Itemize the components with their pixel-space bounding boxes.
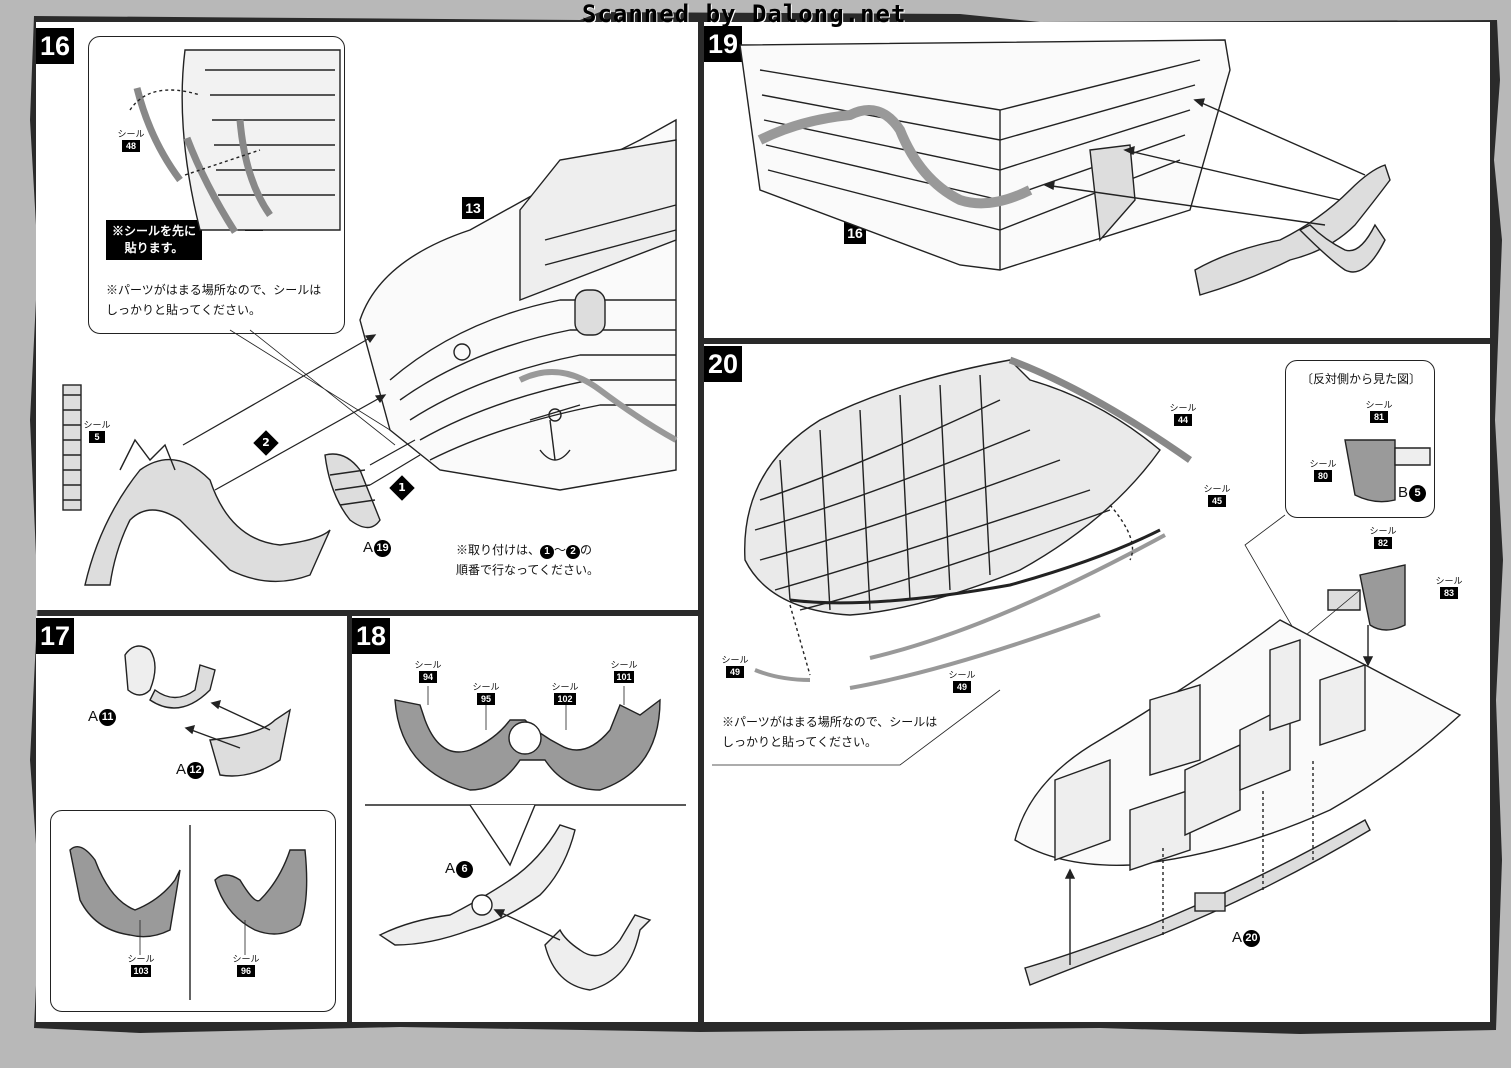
reverse-view-title: 〔反対側から見た図〕 — [1300, 372, 1421, 386]
step-17-seal-inset — [50, 810, 336, 1012]
ref-step-13: 13 — [462, 197, 484, 219]
step-18-number: 18 — [352, 618, 390, 654]
ref-step-16: 16 — [844, 222, 866, 244]
apply-seal-first-note: ※シールを先に 貼ります。 — [106, 220, 202, 260]
scan-watermark: Scanned by Dalong.net — [582, 0, 907, 28]
step-17-number: 17 — [36, 618, 74, 654]
order-1-text: 1 — [398, 481, 406, 494]
step-20-seal-note: ※パーツがはまる場所なので、シールは しっかりと貼ってください。 — [722, 715, 938, 749]
step-16-seal-note: ※パーツがはまる場所なので、シールは しっかりと貼ってください。 — [106, 283, 322, 317]
step-16-number: 16 — [36, 28, 74, 64]
step-20-number: 20 — [704, 346, 742, 382]
order-2-text: 2 — [262, 436, 270, 449]
step-19-number: 19 — [704, 26, 742, 62]
